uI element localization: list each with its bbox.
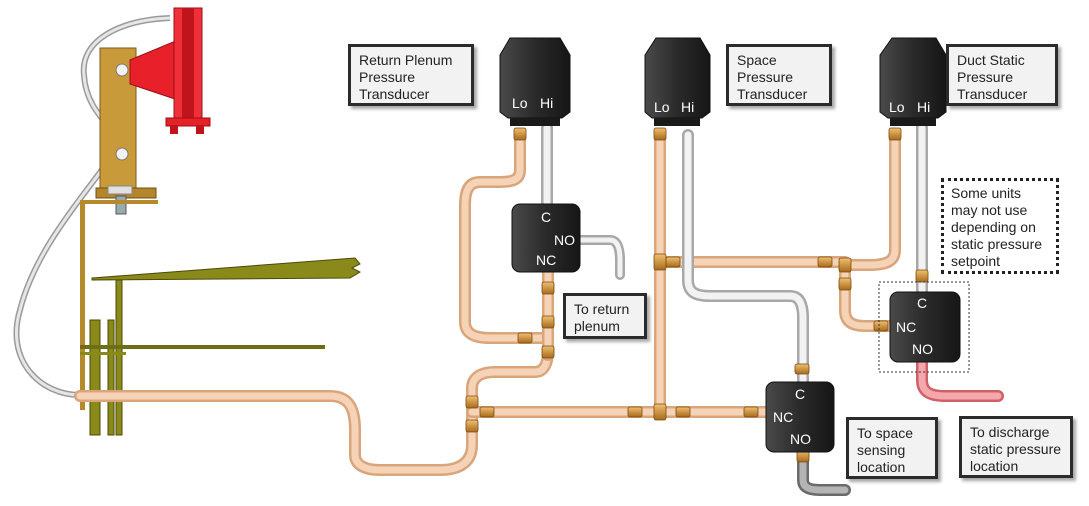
return-valve-no-label: NO — [554, 232, 575, 248]
space-valve-nc-label: NC — [773, 409, 793, 425]
discharge-callout: To discharge static pressure location — [959, 416, 1073, 478]
space-sensing-callout: To space sensing location — [846, 417, 938, 479]
space-valve-c-label: C — [795, 386, 805, 402]
return-transducer-callout: Return Plenum Pressure Transducer — [348, 44, 474, 106]
optional-valve-note: Some units may not use depending on stat… — [941, 178, 1059, 274]
duct-transducer-callout: Duct Static Pressure Transducer — [946, 44, 1058, 106]
duct-transducer: Lo Hi — [879, 37, 947, 126]
duct-hi-label: Hi — [917, 99, 930, 115]
duct-valve-no-label: NO — [912, 341, 933, 357]
optional-valve-dashed-box — [878, 281, 970, 373]
red-pickup-hood — [129, 7, 211, 134]
space-lo-label: Lo — [654, 99, 670, 115]
return-solenoid-valve: C NO NC — [511, 203, 581, 273]
space-valve-no-label: NO — [790, 431, 811, 447]
return-hi-label: Hi — [540, 95, 553, 111]
duct-solenoid-valve: C NC NO — [889, 291, 961, 363]
return-lo-label: Lo — [512, 95, 528, 111]
brass-fittings — [465, 127, 929, 463]
space-hi-label: Hi — [681, 99, 694, 115]
return-valve-nc-label: NC — [536, 252, 556, 268]
return-plenum-callout: To return plenum — [563, 293, 647, 339]
return-transducer: Lo Hi — [499, 37, 571, 126]
space-transducer: Lo Hi — [644, 37, 711, 126]
sensor-mount-assembly — [13, 7, 362, 436]
tubing-network — [74, 122, 1004, 496]
duct-valve-c-label: C — [917, 295, 927, 311]
duct-valve-nc-label: NC — [896, 319, 916, 335]
return-valve-c-label: C — [541, 209, 551, 225]
duct-lo-label: Lo — [889, 99, 905, 115]
space-transducer-callout: Space Pressure Transducer — [726, 44, 832, 106]
space-solenoid-valve: C NC NO — [765, 381, 835, 453]
duct-panel — [91, 257, 362, 281]
